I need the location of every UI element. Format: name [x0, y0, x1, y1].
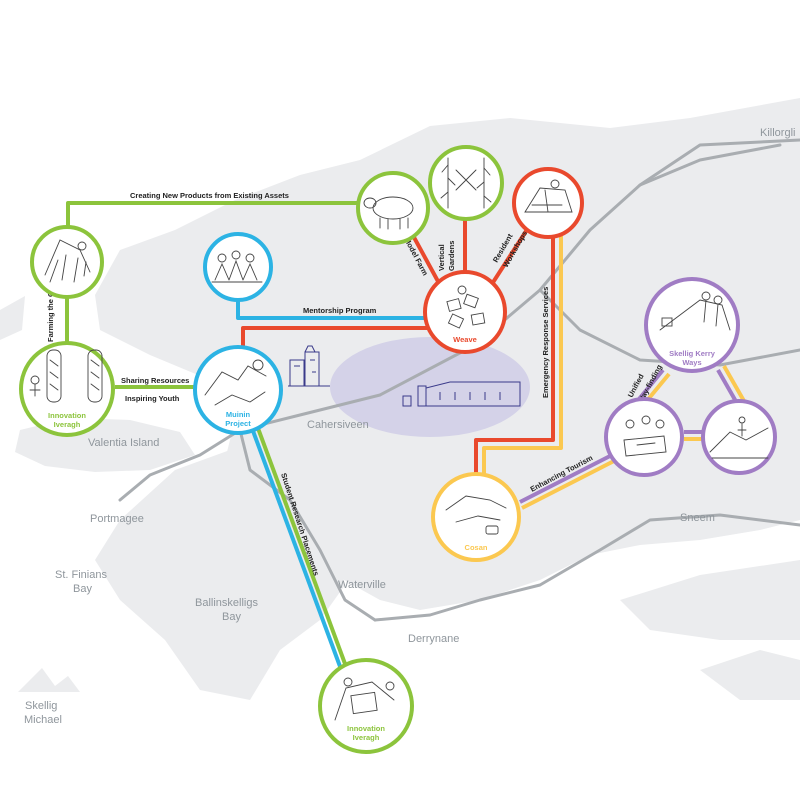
road-northeast: [638, 143, 782, 187]
line-weave-to-muinin: [241, 326, 428, 350]
place-ballinskelligs-bay: Bay: [222, 611, 241, 623]
roads: [118, 138, 800, 622]
label-mentorship-program: Mentorship Program: [303, 306, 377, 315]
node-innovation-left-label-2: Iveragh: [54, 420, 81, 429]
label-emergency-response: Emergency Response Services: [541, 287, 550, 398]
node-skellig-kerry-ways[interactable]: Skellig Kerry Ways: [644, 277, 740, 373]
land-east-lower: [620, 560, 800, 640]
node-map-reading[interactable]: [604, 397, 684, 477]
hands-sketch-icon: [204, 359, 267, 406]
hiker-sketch-icon: [659, 291, 731, 331]
sheep-sketch-icon: [363, 196, 414, 230]
line-ways-to-coast-yellow: [722, 365, 746, 402]
label-creating-new-products: Creating New Products from Existing Asse…: [130, 191, 289, 200]
hand-sketch-icon: [445, 495, 507, 535]
node-innovation-iveragh-left[interactable]: Innovation Iveragh: [19, 341, 115, 437]
place-waterville: Waterville: [338, 579, 386, 591]
node-people-workshop[interactable]: [203, 232, 273, 302]
line-emergency-red: [474, 232, 555, 478]
workshop-sketch-icon: [524, 179, 573, 213]
place-sneem: Sneem: [680, 512, 715, 524]
node-innovation-iveragh-bottom[interactable]: Innovation Iveragh: [318, 658, 414, 754]
line-student-research-blue: [244, 411, 347, 681]
node-model-farm-sheep[interactable]: [356, 171, 430, 245]
land-skellig: [18, 668, 80, 692]
node-vertical-gardens[interactable]: [428, 145, 504, 221]
label-inspiring-youth: Inspiring Youth: [125, 394, 180, 403]
node-resident-workshops[interactable]: [512, 167, 584, 239]
label-sharing-resources: Sharing Resources: [121, 376, 189, 385]
land-north-strip: [0, 296, 25, 340]
ocean-farming-sketch-icon: [44, 239, 91, 283]
line-student-research-green: [250, 411, 353, 681]
road-south-coast: [373, 513, 800, 622]
node-cosan[interactable]: Cosan: [431, 472, 521, 562]
place-michael: Michael: [24, 714, 62, 726]
place-skellig: Skellig: [25, 700, 57, 712]
label-farming-the-ocean: Farming the Ocean: [46, 274, 55, 342]
people-sketch-icon: [211, 250, 263, 283]
node-skellig-label-2: Ways: [682, 358, 701, 367]
node-farming-ocean[interactable]: [30, 225, 104, 299]
node-innovation-bottom-label-1: Innovation: [347, 724, 385, 733]
place-st-finians: St. Finians: [55, 569, 107, 581]
line-emergency-yellow: [482, 236, 563, 480]
connection-lines: [65, 201, 746, 681]
weave-sketch-icon: [446, 285, 486, 329]
place-killorglin: Killorgli: [760, 127, 795, 139]
label-vertical-1: Vertical: [437, 244, 446, 271]
line-enhancing-tourism-purple: [519, 453, 613, 504]
vertical-gardens-sketch-icon: [440, 157, 492, 209]
map-reading-sketch-icon: [623, 415, 667, 457]
factory-illustration: [402, 381, 521, 407]
node-muinin-project[interactable]: Muinin Project: [193, 345, 283, 435]
node-skellig-label-1: Skellig Kerry: [669, 349, 716, 358]
line-ways-to-coast-purple: [716, 369, 740, 406]
place-st-finians-bay: Bay: [73, 583, 92, 595]
node-muinin-label-1: Muinin: [226, 410, 251, 419]
place-valentia-island: Valentia Island: [88, 437, 159, 449]
node-cosan-label: Cosan: [465, 543, 488, 552]
node-coast-walk[interactable]: [701, 399, 777, 475]
land-east-isles: [700, 650, 800, 700]
place-derrynane: Derrynane: [408, 633, 459, 645]
node-weave[interactable]: Weave: [423, 270, 507, 354]
place-ballinskelligs: Ballinskelligs: [195, 597, 258, 609]
seaweed-sketch-icon: [29, 349, 103, 403]
node-innovation-left-label-1: Innovation: [48, 411, 86, 420]
line-resident-workshops: [488, 223, 532, 289]
students-sketch-icon: [334, 677, 395, 721]
line-mentorship-program: [236, 298, 428, 320]
node-weave-label: Weave: [453, 335, 477, 344]
road-to-portmagee: [118, 428, 242, 502]
line-enhancing-tourism-yellow: [521, 459, 615, 510]
line-model-farm: [408, 229, 442, 286]
place-cahersiveen: Cahersiveen: [307, 419, 369, 431]
road-cahersiveen-south: [238, 428, 377, 622]
place-portmagee: Portmagee: [90, 513, 144, 525]
castle-illustration: [288, 345, 330, 387]
road-inland: [538, 288, 800, 367]
node-innovation-bottom-label-2: Iveragh: [353, 733, 380, 742]
label-vertical-2: Gardens: [447, 241, 456, 271]
coast-walk-sketch-icon: [709, 416, 769, 459]
node-muinin-label-2: Project: [225, 419, 251, 428]
